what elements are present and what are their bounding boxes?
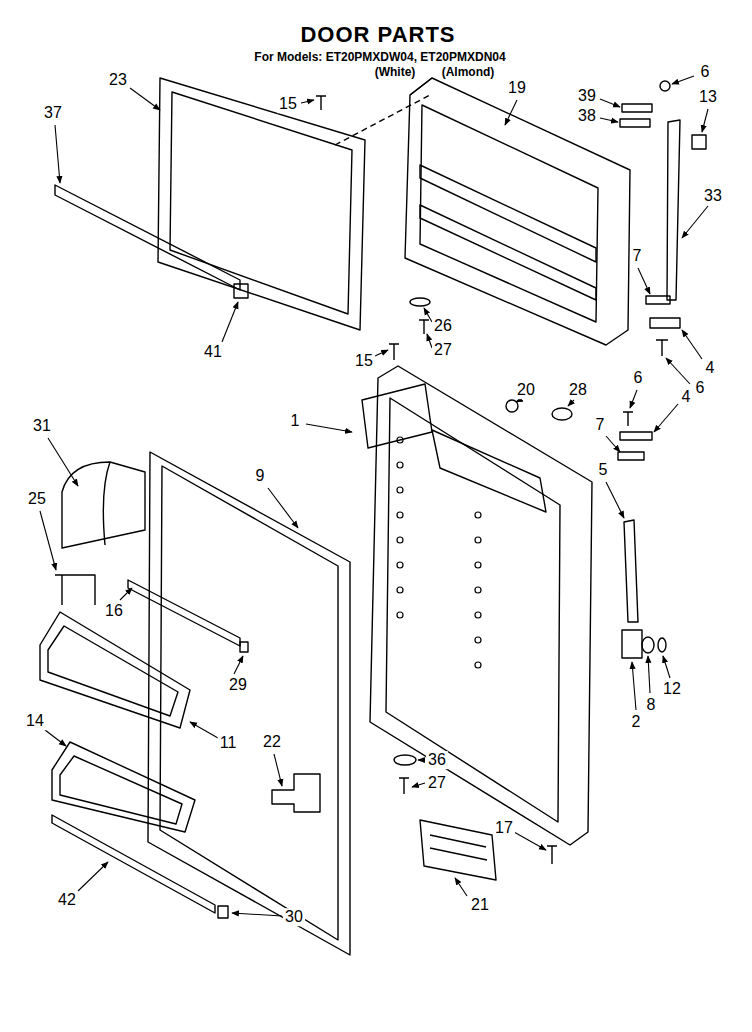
callout-number: 27 bbox=[432, 341, 454, 359]
callout-number: 13 bbox=[697, 88, 719, 106]
callout-number: 4 bbox=[680, 388, 693, 406]
callout-number: 17 bbox=[493, 819, 515, 837]
callout-number: 15 bbox=[353, 352, 375, 370]
callout-number: 29 bbox=[227, 676, 249, 694]
callout-number: 33 bbox=[702, 187, 724, 205]
callout-number: 39 bbox=[576, 87, 598, 105]
callout-number: 9 bbox=[254, 467, 267, 485]
callout-number: 28 bbox=[567, 381, 589, 399]
callout-number: 12 bbox=[661, 680, 683, 698]
callout-number: 21 bbox=[469, 896, 491, 914]
callout-number: 37 bbox=[42, 104, 64, 122]
callout-number: 41 bbox=[202, 343, 224, 361]
callout-number: 20 bbox=[515, 381, 537, 399]
callout-number: 38 bbox=[576, 107, 598, 125]
callout-number: 15 bbox=[277, 95, 299, 113]
callout-number: 14 bbox=[24, 712, 46, 730]
callout-number: 7 bbox=[594, 416, 607, 434]
callout-number: 6 bbox=[694, 379, 707, 397]
callout-number: 42 bbox=[56, 891, 78, 909]
diagram-title: DOOR PARTS bbox=[298, 23, 457, 47]
callout-number: 27 bbox=[426, 774, 448, 792]
callout-number: 4 bbox=[704, 359, 717, 377]
callout-number: 23 bbox=[107, 71, 129, 89]
callout-number: 36 bbox=[426, 751, 448, 769]
callout-number: 11 bbox=[218, 734, 239, 752]
callout-number: 26 bbox=[432, 317, 454, 335]
callout-number: 2 bbox=[630, 713, 643, 731]
callout-number: 31 bbox=[31, 417, 53, 435]
callout-number: 16 bbox=[103, 602, 125, 620]
callout-number: 6 bbox=[632, 369, 645, 387]
callout-number: 22 bbox=[261, 733, 283, 751]
callout-number: 5 bbox=[597, 461, 610, 479]
callout-number: 8 bbox=[645, 696, 658, 714]
callout-number: 6 bbox=[699, 63, 712, 81]
callout-number: 7 bbox=[631, 247, 644, 265]
model-text: (White) bbox=[373, 66, 418, 79]
callout-number: 30 bbox=[283, 908, 305, 926]
model-text: For Models: ET20PMXDW04, ET20PMXDN04 bbox=[252, 51, 507, 64]
model-text: (Almond) bbox=[440, 66, 497, 79]
callout-number: 25 bbox=[26, 490, 48, 508]
callout-number: 19 bbox=[506, 79, 528, 97]
callout-number: 1 bbox=[289, 412, 302, 430]
